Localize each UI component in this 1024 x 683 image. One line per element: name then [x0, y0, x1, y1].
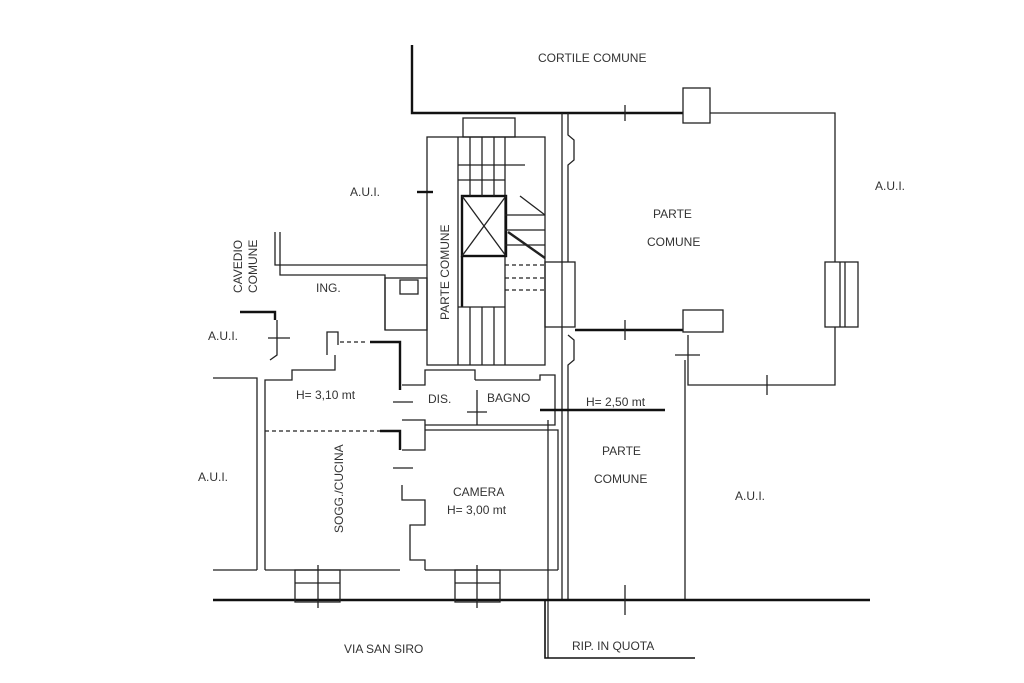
label-parte-bottom-2: COMUNE	[594, 472, 647, 486]
label-cavedio-comune: COMUNE	[246, 240, 260, 293]
label-cortile-comune: CORTILE COMUNE	[538, 51, 646, 65]
label-parte-bottom-1: PARTE	[602, 444, 641, 458]
label-aui-left: A.U.I.	[198, 470, 228, 484]
label-cavedio: CAVEDIO	[231, 240, 245, 293]
label-ing: ING.	[316, 281, 341, 295]
label-height-camera: H= 3,00 mt	[447, 503, 507, 517]
label-parte-top-1: PARTE	[653, 207, 692, 221]
label-parte-comune-stairs: PARTE COMUNE	[438, 224, 452, 320]
label-parte-top-2: COMUNE	[647, 235, 700, 249]
label-rip-in-quota: RIP. IN QUOTA	[572, 639, 654, 653]
label-aui-top: A.U.I.	[350, 185, 380, 199]
label-aui-left-mid: A.U.I.	[208, 329, 238, 343]
label-height-soggiorno: H= 3,10 mt	[296, 388, 356, 402]
label-camera: CAMERA	[453, 485, 504, 499]
label-soggiorno-cucina: SOGG./CUCINA	[332, 444, 346, 533]
walls	[213, 45, 870, 659]
room-labels: CORTILE COMUNE A.U.I. A.U.I. A.U.I. A.U.…	[198, 51, 905, 656]
label-bagno: BAGNO	[487, 391, 530, 405]
label-height-bagno: H= 2,50 mt	[586, 395, 646, 409]
label-via-san-siro: VIA SAN SIRO	[344, 642, 423, 656]
label-aui-bottom: A.U.I.	[735, 489, 765, 503]
label-dis: DIS.	[428, 392, 451, 406]
label-aui-right: A.U.I.	[875, 179, 905, 193]
